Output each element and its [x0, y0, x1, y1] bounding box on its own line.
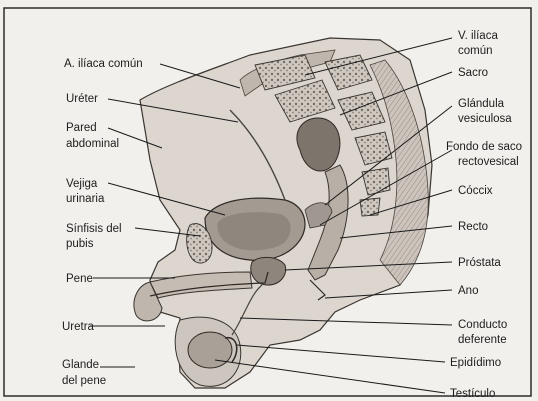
label-abdominal-wall-1: Pared — [66, 122, 97, 134]
label-iliac-vein-2: común — [458, 45, 493, 57]
label-sacrum: Sacro — [458, 67, 488, 79]
label-symphysis-1: Sínfisis del — [66, 223, 122, 235]
label-deferent-2: deferente — [458, 334, 507, 346]
label-abdominal-wall-2: abdominal — [66, 138, 119, 150]
pelvis-sagittal-section — [134, 38, 432, 388]
label-rectovesical-2: rectovesical — [458, 156, 519, 168]
label-bladder-1: Vejiga — [66, 178, 98, 190]
label-glans-1: Glande — [62, 359, 99, 371]
label-coccyx: Cóccix — [458, 185, 493, 197]
label-glans-2: del pene — [62, 375, 106, 387]
label-epididymis: Epidídimo — [450, 357, 501, 369]
label-urethra: Uretra — [62, 321, 95, 333]
label-iliac-vein-1: V. ilíaca — [458, 30, 498, 42]
label-ureter: Uréter — [66, 93, 98, 105]
prostate — [251, 257, 286, 285]
label-penis: Pene — [66, 273, 93, 285]
label-prostate: Próstata — [458, 257, 501, 269]
label-deferent-1: Conducto — [458, 319, 507, 331]
label-rectovesical-1: Fondo de saco — [446, 141, 522, 153]
label-iliac-artery: A. ilíaca común — [64, 58, 143, 70]
label-seminal-2: vesiculosa — [458, 113, 512, 125]
label-seminal-1: Glándula — [458, 98, 505, 110]
label-symphysis-2: pubis — [66, 238, 94, 250]
label-rectum: Recto — [458, 221, 488, 233]
label-testicle: Testículo — [450, 388, 495, 400]
label-bladder-2: urinaria — [66, 193, 105, 205]
label-anus: Ano — [458, 285, 478, 297]
